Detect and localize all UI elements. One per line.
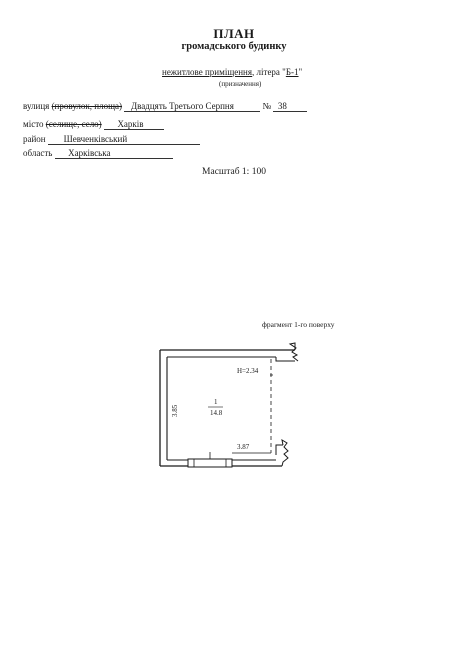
document-subtitle: громадського будинку — [181, 41, 287, 52]
litera-value: Б-1 — [285, 67, 299, 77]
city-line: місто (селище, село) Харків — [23, 119, 164, 130]
district-line: район Шевченківський — [23, 134, 200, 145]
number-value-field: 38 — [273, 101, 308, 112]
floor-plan-drawing: H=2.34 1 14.8 3.85 3.87 — [159, 342, 299, 468]
bottom-dimension: 3.87 — [237, 443, 250, 451]
bottom-window-detail — [193, 452, 227, 467]
region-line: область Харківська — [23, 148, 173, 159]
street-value-field: Двадцять Третього Серпня — [124, 101, 261, 112]
bottom-right-wall-end — [275, 438, 289, 467]
street-value: Двадцять Третього Серпня — [131, 101, 234, 111]
region-value: Харківська — [68, 148, 111, 158]
purpose-hint: (призначення) — [219, 80, 262, 88]
height-label: H=2.34 — [237, 367, 259, 375]
room-area: 14.8 — [210, 409, 223, 417]
document-title: ПЛАН — [213, 26, 255, 41]
street-line: вулиця (провулок, площа) Двадцять Третьо… — [23, 101, 308, 112]
district-label: район — [23, 134, 46, 144]
street-label: вулиця — [23, 101, 50, 111]
top-right-wall-end — [275, 342, 299, 362]
purpose-value: нежитлове приміщення — [162, 67, 253, 77]
district-value-field: Шевченківський — [47, 134, 200, 145]
city-label: місто — [23, 119, 44, 129]
purpose-line: нежитлове приміщення, літера "Б-1" — [162, 67, 302, 77]
fragment-label: фрагмент 1-го поверху — [262, 320, 335, 329]
region-value-field: Харківська — [54, 148, 173, 159]
left-dimension: 3.85 — [171, 404, 179, 417]
bottom-window — [187, 458, 233, 468]
room-number: 1 — [214, 398, 218, 406]
city-value: Харків — [117, 119, 144, 129]
number-value: 38 — [277, 101, 287, 111]
city-value-field: Харків — [103, 119, 164, 130]
litera-closing-quote: " — [298, 67, 303, 77]
litera-label: , літера " — [252, 67, 286, 77]
district-value: Шевченківський — [63, 134, 128, 144]
city-type-struck: (селище, село) — [45, 119, 102, 129]
scale-label: Масштаб 1: 100 — [202, 167, 266, 177]
region-label: область — [23, 148, 53, 158]
street-type-struck: (провулок, площа) — [51, 101, 123, 111]
outer-wall — [159, 349, 295, 467]
number-label: № — [262, 101, 272, 111]
